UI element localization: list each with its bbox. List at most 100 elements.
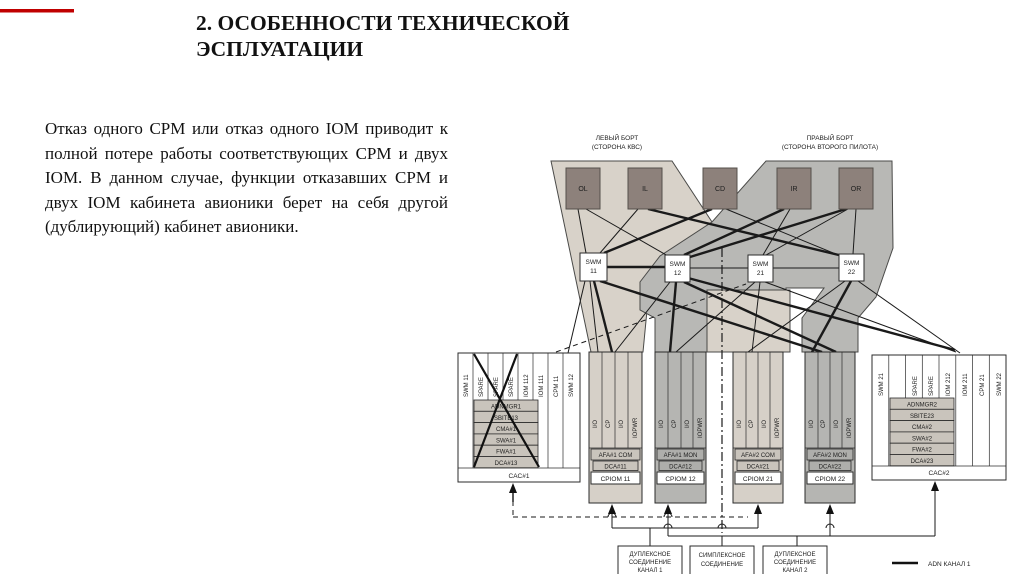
cab1-slot7: SWM 12 <box>569 373 575 397</box>
t4-slot1: CP <box>821 420 827 428</box>
zone-headers: ЛЕВЫЙ БОРТ (СТОРОНА КВС) ПРАВЫЙ БОРТ (СТ… <box>592 133 878 151</box>
display-or-label: OR <box>851 186 862 193</box>
right-board-sublabel: (СТОРОНА ВТОРОГО ПИЛОТА) <box>782 144 878 151</box>
t3-slot3: IOPWR <box>775 417 781 438</box>
display-or: OR <box>838 167 874 210</box>
bottom-connections <box>512 491 936 546</box>
cab2-slot6: CPM 21 <box>980 374 986 396</box>
t2-dca: DCA#12 <box>669 465 692 471</box>
cab2-slot2: SPARE <box>913 376 919 396</box>
switch-switch-links <box>607 265 839 269</box>
switch-swm21: SWM 21 <box>747 254 774 283</box>
swm21-label: SWM <box>753 261 769 268</box>
t3-slot0: I/O <box>737 420 743 428</box>
cab2-slot7: SWM 22 <box>997 372 1003 396</box>
accent-line <box>0 9 74 13</box>
display-ir-label: IR <box>791 186 798 193</box>
t4-slot2: I/O <box>834 420 840 428</box>
switch-swm11: SWM 11 <box>579 252 608 282</box>
cab1-slot3: SPARE <box>509 377 515 397</box>
cab1-slot2: SPARE <box>494 377 500 397</box>
t1-afa: AFA#1 COM <box>599 453 633 459</box>
swm11-label: SWM <box>586 259 602 266</box>
duplex1-line2: СОЕДИНЕНИЕ <box>629 560 671 566</box>
cab1-mod4: FWA#1 <box>496 450 516 456</box>
t3-name: CPIOM 21 <box>743 476 774 483</box>
t1-slot3: IOPWR <box>633 417 639 438</box>
legend: ADN КАНАЛ 1 <box>892 561 971 568</box>
left-board-label: ЛЕВЫЙ БОРТ <box>596 133 638 142</box>
t4-afa: AFA#2 MON <box>813 453 847 459</box>
cab1-mod3: SWA#1 <box>496 438 517 444</box>
duplex1-line1: ДУПЛЕКСНОЕ <box>630 552 671 558</box>
cab2-mod0: ADNMGR2 <box>907 403 938 409</box>
display-units: OL IL CD IR OR <box>565 167 874 210</box>
cab2-name: CAC#2 <box>929 470 950 477</box>
right-board-label: ПРАВЫЙ БОРТ <box>807 133 854 142</box>
duplex2-line2: СОЕДИНЕНИЕ <box>774 560 816 566</box>
t2-slot1: CP <box>672 420 678 428</box>
display-cd-label: CD <box>715 186 725 193</box>
cabinet-cac1: SWM 11 SPARE SPARE SPARE IOM 112 IOM 111… <box>457 352 581 483</box>
cab1-mod5: DCA#13 <box>495 461 518 467</box>
display-ir: IR <box>776 167 812 210</box>
display-ol: OL <box>565 167 601 210</box>
duplex-channel1-box: ДУПЛЕКСНОЕ СОЕДИНЕНИЕ КАНАЛ 1 <box>617 545 683 574</box>
simplex-line1: СИМПЛЕКСНОЕ <box>699 553 746 559</box>
display-il: IL <box>627 167 663 210</box>
display-switch-links <box>577 207 857 259</box>
title-line-1: 2. ОСОБЕННОСТИ ТЕХНИЧЕСКОЙ <box>196 11 570 35</box>
cpiom-tower-21: I/O CP I/O IOPWR AFA#2 COM DCA#21 CPIOM … <box>732 351 784 504</box>
swm12-number: 12 <box>674 270 682 277</box>
t3-dca: DCA#21 <box>747 465 770 471</box>
cpiom-tower-22: I/O CP I/O IOPWR AFA#2 MON DCA#22 CPIOM … <box>804 351 856 504</box>
swm21-number: 21 <box>757 270 765 277</box>
display-il-label: IL <box>642 186 648 193</box>
duplex2-line1: ДУПЛЕКСНОЕ <box>775 552 816 558</box>
cpiom-tower-12: I/O CP I/O IOPWR AFA#1 MON DCA#12 CPIOM … <box>654 351 707 504</box>
t2-slot2: I/O <box>685 420 691 428</box>
t1-slot1: CP <box>606 420 612 428</box>
body-paragraph: Отказ одного CPM или отказ одного IOM пр… <box>45 119 448 236</box>
cab1-slot5: IOM 111 <box>539 374 545 397</box>
cab2-slot3: SPARE <box>929 376 935 396</box>
t2-afa: AFA#1 MON <box>664 453 698 459</box>
cabinet-cac2: SWM 21 SPARE SPARE IOM 212 IOM 211 CPM 2… <box>871 354 1007 481</box>
simplex-box: СИМПЛЕКСНОЕ СОЕДИНЕНИЕ <box>689 545 755 574</box>
center-zone-block <box>706 289 791 353</box>
cab2-slot5: IOM 211 <box>963 373 969 396</box>
switch-cabinet-links <box>555 276 961 354</box>
t1-slot2: I/O <box>619 420 625 428</box>
swm11-number: 11 <box>590 268 597 275</box>
simplex-line2: СОЕДИНЕНИЕ <box>701 562 743 568</box>
swm12-label: SWM <box>670 261 686 268</box>
display-ol-label: OL <box>578 186 587 193</box>
cab1-slot1: SPARE <box>479 377 485 397</box>
left-board-sublabel: (СТОРОНА КВС) <box>592 144 642 151</box>
t4-name: CPIOM 22 <box>815 476 846 483</box>
t2-slot3: IOPWR <box>698 417 704 438</box>
cab2-mod2: CMA#2 <box>912 425 933 431</box>
duplex2-line3: КАНАЛ 2 <box>783 568 809 574</box>
duplex1-line3: КАНАЛ 1 <box>638 568 664 574</box>
t4-slot0: I/O <box>809 420 815 428</box>
cab1-mod1: SBITE13 <box>494 416 519 422</box>
cab2-slot4: IOM 212 <box>946 372 952 396</box>
cab2-mod4: FWA#2 <box>912 448 932 454</box>
cab1-slot4: IOM 112 <box>524 374 530 397</box>
cab2-mod3: SWA#2 <box>912 436 933 442</box>
cab1-slot6: CPM 11 <box>554 375 560 397</box>
t3-slot1: CP <box>749 420 755 428</box>
swm22-label: SWM <box>844 260 860 267</box>
t1-dca: DCA#11 <box>604 465 627 471</box>
cpiom-towers: I/O CP I/O IOPWR AFA#1 COM DCA#11 CPIOM … <box>588 351 856 504</box>
cab1-mod2: CMA#1 <box>496 427 517 433</box>
t1-slot0: I/O <box>593 420 599 428</box>
cab1-mod0: ADNMGR1 <box>491 405 522 411</box>
connection-type-labels: ДУПЛЕКСНОЕ СОЕДИНЕНИЕ КАНАЛ 1 СИМПЛЕКСНО… <box>617 545 828 574</box>
cab2-slot0: SWM 21 <box>879 372 885 396</box>
t1-name: CPIOM 11 <box>601 476 631 483</box>
cab1-slot0: SWM 11 <box>464 374 470 397</box>
t4-slot3: IOPWR <box>847 417 853 438</box>
